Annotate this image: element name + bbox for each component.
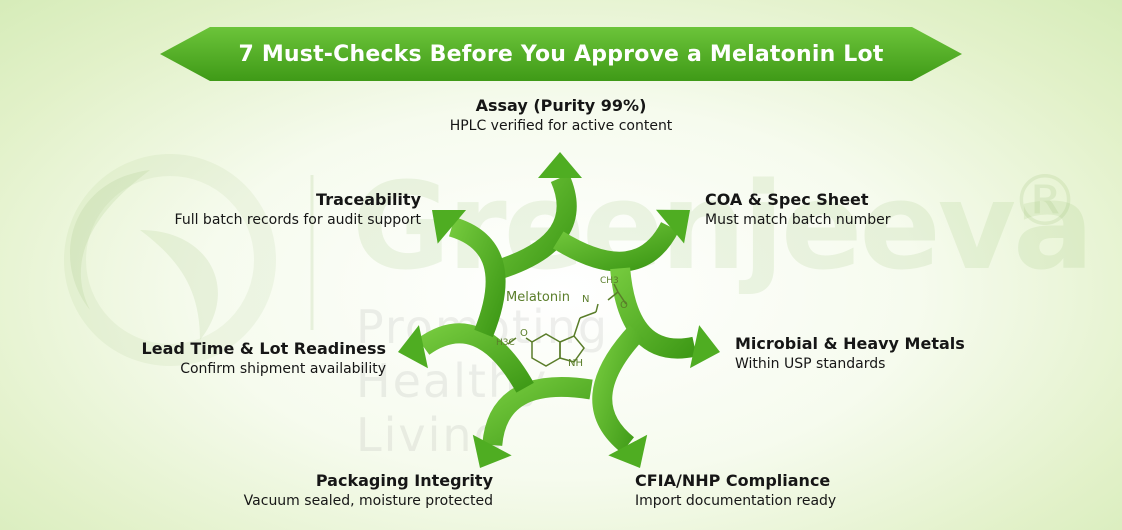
arrow-head-leadtime [398, 325, 428, 369]
arrow-group [398, 152, 720, 468]
title-banner: 7 Must-Checks Before You Approve a Melat… [160, 27, 962, 81]
arrow-shaft-assay [495, 173, 577, 280]
arrow-shaft-packaging [482, 376, 593, 447]
check-traceability: Traceability Full batch records for audi… [140, 190, 421, 228]
arrow-head-microbial [689, 325, 720, 369]
check-desc: Confirm shipment availability [180, 361, 386, 377]
check-title: Microbial & Heavy Metals [735, 334, 965, 353]
atom-n: N [582, 294, 590, 305]
molecule-name: Melatonin [506, 290, 570, 305]
watermark-registered: ® [1010, 160, 1080, 242]
check-coa: COA & Spec Sheet Must match batch number [705, 190, 891, 228]
check-title: Packaging Integrity [315, 471, 493, 490]
arrow-head-cfia [608, 434, 648, 468]
check-title: Assay (Purity 99%) [475, 96, 647, 115]
banner-arrow-shape [160, 27, 962, 81]
arrow-shaft-leadtime [417, 323, 534, 393]
atom-h3c: H3C [496, 338, 515, 348]
check-leadtime: Lead Time & Lot Readiness Confirm shipme… [130, 339, 386, 377]
atom-ch3: CH3 [600, 276, 619, 286]
check-title: COA & Spec Sheet [705, 190, 869, 209]
check-desc: Must match batch number [705, 212, 891, 228]
check-microbial: Microbial & Heavy Metals Within USP stan… [735, 334, 965, 372]
arrow-shaft-coa [553, 221, 679, 272]
check-desc: Import documentation ready [635, 493, 837, 509]
arrow-shaft-microbial [610, 267, 697, 359]
arrow-head-assay [538, 152, 582, 178]
arrow-shaft-traceability [448, 217, 506, 338]
check-desc: Within USP standards [735, 356, 886, 372]
check-cfia: CFIA/NHP Compliance Import documentation… [635, 471, 836, 509]
check-desc: Vacuum sealed, moisture protected [243, 493, 493, 509]
melatonin-molecule-icon [507, 283, 627, 367]
arrow-head-packaging [472, 434, 512, 468]
watermark-tagline: Promoting Healthy Living [356, 300, 610, 462]
arrow-shaft-cfia [592, 325, 645, 453]
arrow-head-traceability [432, 209, 467, 244]
check-title: Traceability [316, 190, 421, 209]
check-desc: Full batch records for audit support [174, 212, 421, 228]
atom-o-ether: O [520, 328, 528, 339]
atom-nh: NH [568, 358, 583, 369]
check-packaging: Packaging Integrity Vacuum sealed, moist… [212, 471, 493, 509]
check-assay: Assay (Purity 99%) HPLC verified for act… [430, 96, 692, 134]
check-title: Lead Time & Lot Readiness [141, 339, 386, 358]
check-title: CFIA/NHP Compliance [635, 471, 831, 490]
page-title: 7 Must-Checks Before You Approve a Melat… [238, 41, 884, 67]
arrow-head-coa [655, 209, 690, 244]
atom-o-carbonyl: O [620, 300, 628, 311]
check-desc: HPLC verified for active content [449, 118, 673, 134]
